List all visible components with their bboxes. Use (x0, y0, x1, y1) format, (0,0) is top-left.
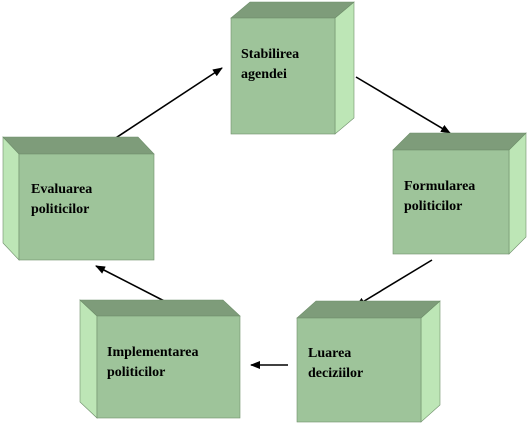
box-side-face (420, 300, 441, 423)
arrow-evaluarea-politicilor-to-stabilirea-agendei (104, 67, 223, 146)
box-side-face (2, 136, 20, 261)
box-side-face (334, 1, 355, 135)
box-label-line: Luarea (308, 346, 351, 361)
box-label: Stabilirea agendei (241, 47, 299, 82)
box-front-face (392, 149, 510, 255)
box-top-face (296, 300, 441, 319)
box-label: Evaluarea politicilor (31, 182, 92, 217)
box-label-line: politicilor (31, 202, 89, 217)
arrow-formularea-politicilor-to-luarea-deciziilor (355, 259, 433, 307)
box-label-line: Implementarea (107, 345, 199, 360)
box-front-face (96, 315, 241, 419)
box-implementarea-politicilor: Implementarea politicilor (79, 299, 241, 419)
box-front-face (18, 153, 155, 261)
box-label: Formularea politicilor (404, 179, 475, 214)
box-label-line: Formularea (404, 179, 475, 194)
box-label-line: politicilor (107, 365, 165, 380)
box-formularea-politicilor: Formularea politicilor (392, 132, 527, 255)
box-label-line: Stabilirea (241, 47, 299, 62)
box-label-line: politicilor (404, 199, 462, 214)
box-top-face (79, 299, 241, 317)
box-top-face (230, 1, 355, 19)
box-side-face (79, 299, 98, 419)
box-label-line: deciziilor (308, 366, 363, 381)
box-luarea-deciziilor: Luarea deciziilor (296, 300, 441, 423)
box-front-face (230, 17, 336, 135)
box-label-line: agendei (241, 67, 287, 82)
box-top-face (392, 132, 527, 151)
box-front-face (296, 317, 422, 423)
arrows-layer (95, 67, 451, 369)
box-evaluarea-politicilor: Evaluarea politicilor (2, 136, 155, 261)
box-stabilirea-agendei: Stabilirea agendei (230, 1, 355, 135)
arrow-implementarea-politicilor-to-evaluarea-politicilor (95, 265, 175, 307)
box-label-line: Evaluarea (31, 182, 92, 197)
box-label: Implementarea politicilor (107, 345, 199, 380)
box-label: Luarea deciziilor (308, 346, 363, 381)
arrow-stabilirea-agendei-to-formularea-politicilor (355, 76, 451, 134)
box-top-face (2, 136, 155, 155)
box-side-face (508, 132, 527, 255)
